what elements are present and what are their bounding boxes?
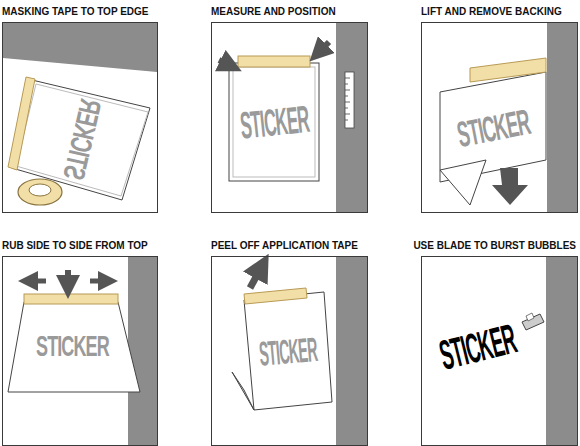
illustration-part <box>345 108 348 109</box>
illustration-part <box>546 257 577 445</box>
illustration-part <box>526 313 534 321</box>
step-heading: RUB SIDE TO SIDE FROM TOP <box>2 240 148 251</box>
panel-4-art <box>8 257 157 445</box>
illustration-part <box>65 270 71 287</box>
step-heading: MEASURE AND POSITION <box>211 6 336 17</box>
illustration-part <box>492 168 528 205</box>
panel-2-art <box>219 23 367 212</box>
illustration-part <box>336 257 367 445</box>
illustration-part <box>128 257 157 445</box>
illustration-part <box>8 77 35 170</box>
illustration-part <box>232 372 254 410</box>
illustration-part <box>318 42 329 53</box>
step-heading: MASKING TAPE TO TOP EDGE <box>2 6 149 17</box>
illustration-part <box>250 266 262 288</box>
illustration-part <box>345 84 348 85</box>
illustration-part <box>345 120 348 121</box>
illustration-part <box>345 114 350 115</box>
illustration-part <box>3 23 157 72</box>
illustration-part <box>440 72 546 182</box>
illustration-part <box>8 302 140 392</box>
sticker-text: STICKER <box>36 330 109 360</box>
illustration-part <box>470 58 546 82</box>
illustration-part <box>345 78 350 120</box>
illustration-part <box>90 279 108 284</box>
sticker-text: STICKER <box>238 100 310 145</box>
illustration-part <box>336 23 367 212</box>
panel-1-art <box>3 23 157 205</box>
step-heading: LIFT AND REMOVE BACKING <box>421 6 562 17</box>
step-heading: PEEL OFF APPLICATION TAPE <box>211 240 358 251</box>
step-heading: USE BLADE TO BURST BUBBLES <box>413 240 576 251</box>
illustration-part <box>28 279 46 284</box>
panel-3-art <box>440 23 577 212</box>
illustration-part <box>29 184 51 196</box>
sticker-text: STICKER <box>436 319 520 378</box>
illustration-part <box>24 294 118 304</box>
panel-5-art <box>232 257 367 445</box>
sticker-text: STICKER <box>258 332 318 371</box>
illustration-part <box>219 60 231 66</box>
panel-6-art <box>522 257 577 445</box>
illustration-part <box>229 63 319 181</box>
illustration-part <box>238 56 310 67</box>
illustration-part <box>547 23 577 212</box>
illustration-part <box>18 179 62 205</box>
illustration-part <box>440 160 486 205</box>
illustration-part <box>244 288 307 304</box>
illustration-part <box>345 96 348 97</box>
illustration-part <box>522 314 544 330</box>
illustration-part <box>345 72 354 128</box>
illustration-part <box>345 90 350 91</box>
illustration-part <box>233 67 315 177</box>
illustration-part <box>345 102 350 103</box>
illustration-part <box>345 78 350 79</box>
illustration-part <box>244 292 332 410</box>
